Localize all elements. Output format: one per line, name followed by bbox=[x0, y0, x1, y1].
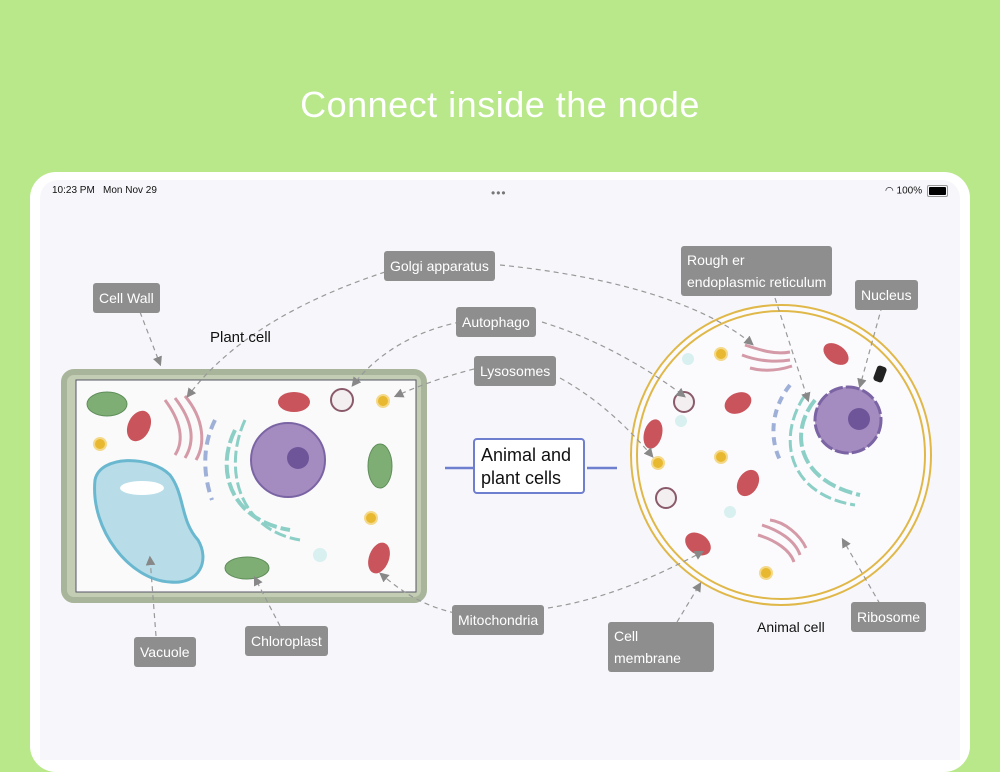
label-golgi[interactable]: Golgi apparatus bbox=[384, 251, 495, 281]
label-cell-wall[interactable]: Cell Wall bbox=[93, 283, 160, 313]
label-rough-er-line2: endoplasmic reticulum bbox=[687, 274, 827, 290]
central-node[interactable]: Animal and plant cells bbox=[473, 438, 585, 494]
wifi-icon: ◠ bbox=[885, 185, 894, 197]
label-nucleus[interactable]: Nucleus bbox=[855, 280, 918, 310]
diagram-art bbox=[61, 264, 932, 637]
central-node-line1: Animal and bbox=[481, 445, 572, 465]
label-ribosome[interactable]: Ribosome bbox=[851, 602, 927, 632]
battery-percent: 100% bbox=[896, 185, 923, 197]
status-date: Mon Nov 29 bbox=[103, 185, 157, 196]
label-cell-membrane[interactable]: Cell membrane bbox=[608, 622, 714, 672]
status-right: ◠ 100% bbox=[885, 185, 948, 197]
status-time: 10:23 PM bbox=[52, 185, 95, 196]
label-rough-er-line1: Rough er bbox=[687, 252, 745, 268]
plant-cell-caption: Plant cell bbox=[210, 329, 271, 346]
label-mitochondria[interactable]: Mitochondria bbox=[452, 605, 545, 635]
label-cell-membrane-line1: Cell bbox=[614, 628, 639, 644]
animal-cell-caption: Animal cell bbox=[757, 619, 825, 635]
battery-icon bbox=[926, 185, 948, 197]
label-autophago[interactable]: Autophago bbox=[456, 307, 536, 337]
more-dots-icon[interactable]: ••• bbox=[491, 186, 507, 200]
animal-cell-illustration bbox=[630, 304, 932, 606]
label-lysosomes[interactable]: Lysosomes bbox=[474, 356, 557, 386]
plant-cell-illustration bbox=[61, 369, 427, 603]
connector-lines bbox=[139, 264, 883, 637]
label-chloroplast[interactable]: Chloroplast bbox=[245, 626, 328, 656]
headline: Connect inside the node bbox=[300, 84, 700, 125]
central-node-line2: plant cells bbox=[481, 468, 562, 488]
label-cell-membrane-line2: membrane bbox=[614, 650, 681, 666]
label-rough-er[interactable]: Rough er endoplasmic reticulum bbox=[681, 246, 833, 296]
label-vacuole[interactable]: Vacuole bbox=[134, 637, 196, 667]
